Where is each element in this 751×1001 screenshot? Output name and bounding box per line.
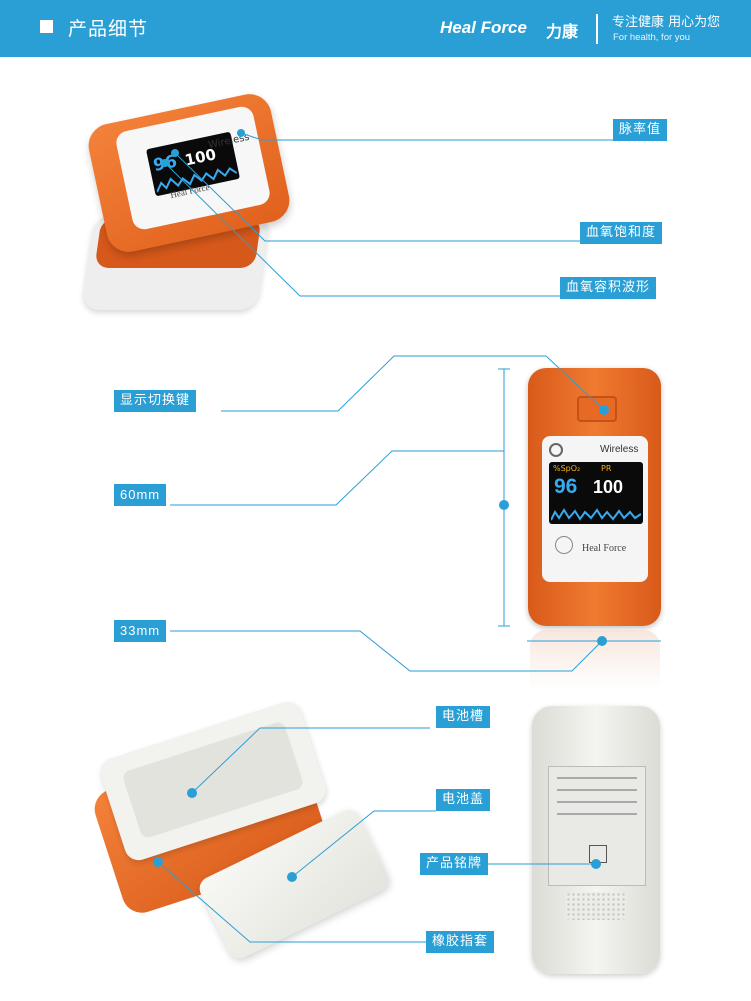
front-pr-value: 100 [593, 477, 624, 497]
brand-logo-icon [549, 443, 563, 457]
brand-name-cn: 力康 [546, 22, 579, 41]
page-title: 产品细节 [68, 18, 149, 40]
product-nameplate [548, 766, 646, 886]
brand-name: Heal Force [440, 18, 527, 37]
front-logo-icon [555, 536, 573, 554]
front-pleth-wave [551, 508, 641, 521]
grip-texture [566, 892, 626, 920]
slogan: 专注健康 用心为您 [612, 15, 721, 30]
front-spo2-label: %SpO₂ [553, 464, 581, 473]
front-wireless-label: Wireless [600, 444, 639, 455]
callout-pleth-wave: 血氧容积波形 [560, 277, 657, 299]
callout-battery-slot: 电池槽 [436, 706, 491, 728]
header-square-icon [40, 20, 53, 33]
front-spo2-value: 96 [554, 475, 578, 498]
callout-display-switch: 显示切换键 [114, 390, 197, 412]
page-header: 产品细节 Heal Force 力康 专注健康 用心为您 For health,… [0, 0, 751, 57]
callout-height: 60mm [114, 484, 167, 506]
display-switch-button [577, 396, 617, 422]
front-pr-label: PR [601, 464, 612, 473]
header-divider [596, 14, 598, 44]
callout-width: 33mm [114, 620, 167, 642]
slogan-en: For health, for you [613, 32, 691, 43]
callout-nameplate: 产品铭牌 [420, 853, 489, 875]
callout-battery-cover: 电池盖 [436, 789, 491, 811]
front-device-screen: %SpO₂ PR 96 100 [549, 462, 643, 524]
front-brand-label: Heal Force [582, 543, 627, 554]
callout-pulse-rate: 脉率值 [613, 119, 668, 141]
callout-rubber-sleeve: 橡胶指套 [426, 931, 495, 953]
top-device-screen: 96 100 [145, 131, 241, 197]
top-pleth-wave [156, 167, 238, 193]
callout-spo2: 血氧饱和度 [580, 222, 663, 244]
